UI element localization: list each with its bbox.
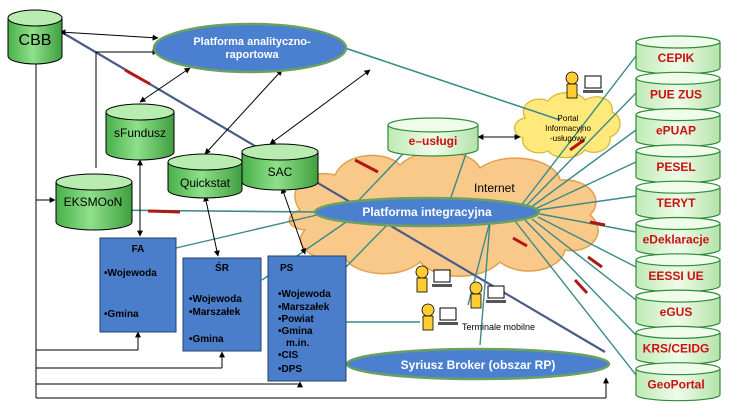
registry-label: eDeklaracje <box>643 233 710 247</box>
sr-item-gmina: •Gmina <box>189 334 224 345</box>
sfundusz-database: sFundusz <box>105 103 175 161</box>
registry-krs-ceidg: KRS/CEIDG <box>635 325 721 365</box>
fa-item-wojewoda: •Wojewoda <box>104 268 157 279</box>
registry-label: EESSI UE <box>648 269 703 283</box>
registry-egus: eGUS <box>635 289 721 329</box>
cbb-database: CBB <box>7 9 63 65</box>
syriusz-broker: Syriusz Broker (obszar RP) <box>345 347 611 381</box>
registry-cepik: CEPIK <box>635 35 721 75</box>
ps-title: PS <box>280 263 294 274</box>
eksmoon-label: EKSMOoN <box>64 195 123 209</box>
registry-geoportal: GeoPortal <box>635 362 721 402</box>
sfundusz-label: sFundusz <box>114 126 166 140</box>
registry-column: CEPIK PUE ZUS ePUAP PESEL TERYT eDeklaracjeEE… <box>635 35 721 402</box>
sac-label: SAC <box>268 165 293 179</box>
fa-box: FA •Wojewoda •Gmina <box>99 237 177 333</box>
mobile-user-icon-2 <box>469 281 506 309</box>
sr-box: ŚR •Wojewoda •Marszałek •Gmina <box>182 257 262 352</box>
mobile-user-icon-3 <box>421 303 458 331</box>
sac-database: SAC <box>241 143 319 191</box>
ps-box: PS •Wojewoda •Marszałek •Powiat •Gmina m… <box>267 255 347 382</box>
registry-label: CEPIK <box>658 51 695 65</box>
fa-item-gmina: •Gmina <box>104 309 139 320</box>
ps-item-mi: m.in. <box>286 338 310 349</box>
analytics-label-2: raportowa <box>225 49 279 61</box>
connection-lines <box>33 29 637 399</box>
integration-label: Platforma integracyjna <box>362 205 492 219</box>
ps-item-powiat: •Powiat <box>278 314 314 325</box>
portal-user-icon <box>565 71 603 99</box>
cbb-label: CBB <box>19 32 52 49</box>
e-uslugi-label: e–usługi <box>409 134 458 148</box>
integration-platform: Platforma integracyjna Internet <box>313 181 541 228</box>
registry-label: KRS/CEIDG <box>643 341 710 355</box>
ps-item-wojewoda: •Wojewoda <box>278 289 331 300</box>
registry-edeklaracje: eDeklaracje <box>635 216 721 257</box>
registry-label: ePUAP <box>656 124 696 138</box>
sr-title: ŚR <box>215 261 230 274</box>
portal-label-2: Informacyjno <box>545 124 591 133</box>
quickstat-label: Quickstat <box>180 176 231 190</box>
ps-item-cis: •CIS <box>278 350 299 361</box>
eksmoon-database: EKSMOoN <box>55 173 133 231</box>
ps-item-gmina: •Gmina <box>278 326 313 337</box>
registry-epuap: ePUAP <box>635 107 721 148</box>
ps-item-dps: •DPS <box>278 364 302 375</box>
sr-item-wojewoda: •Wojewoda <box>189 294 242 305</box>
sr-item-marszalek: •Marszałek <box>189 307 241 318</box>
registry-label: GeoPortal <box>647 378 704 392</box>
registry-label: PESEL <box>656 160 695 174</box>
broker-label: Syriusz Broker (obszar RP) <box>401 358 556 372</box>
mobile-terminals-label: Terminale mobilne <box>462 322 535 332</box>
analytics-label-1: Platforma analityczno- <box>193 36 311 48</box>
ps-item-marszalek: •Marszałek <box>278 302 330 313</box>
portal-info: Portal Informacyjno -usługowy <box>545 114 591 143</box>
mobile-user-icon-1 <box>415 265 452 293</box>
fa-title: FA <box>132 244 145 255</box>
link-cbb-analytics <box>59 29 159 41</box>
portal-cloud <box>514 92 621 159</box>
portal-label-1: Portal <box>558 114 579 123</box>
registry-teryt: TERYT <box>635 180 721 220</box>
quickstat-database: Quickstat <box>167 153 243 199</box>
analytics-platform: Platforma analityczno- raportowa <box>152 22 348 74</box>
registry-label: TERYT <box>657 196 697 210</box>
portal-label-3: -usługowy <box>550 134 586 143</box>
registry-label: eGUS <box>660 305 693 319</box>
internet-label: Internet <box>474 181 515 195</box>
registry-eessi-ue: EESSI UE <box>635 253 721 293</box>
registry-label: PUE ZUS <box>650 87 702 101</box>
registry-pesel: PESEL <box>635 144 721 184</box>
registry-pue-zus: PUE ZUS <box>635 71 721 111</box>
e-uslugi-service: e–usługi <box>387 117 479 157</box>
